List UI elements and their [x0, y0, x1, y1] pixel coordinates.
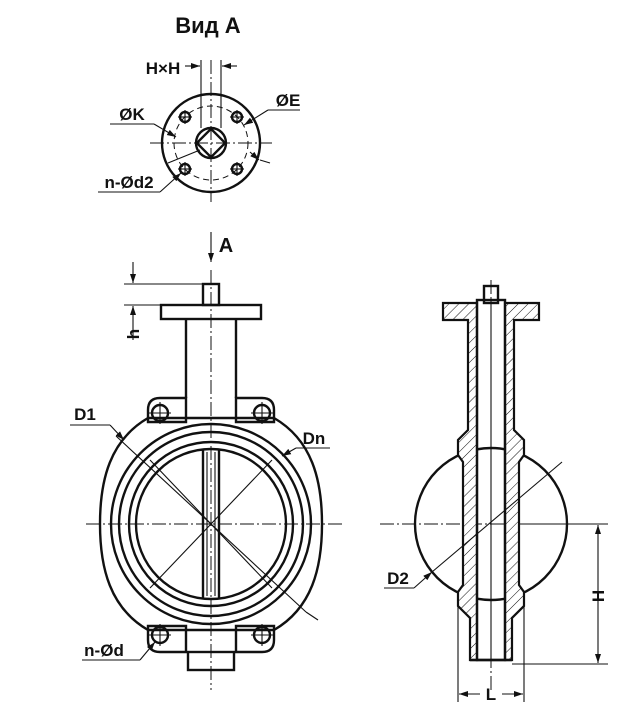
arrow-a-label: A: [219, 235, 233, 257]
dia-e-label: ØE: [276, 91, 301, 110]
disc: [134, 447, 288, 601]
flange-outline: [160, 92, 262, 194]
d2-label: D2: [387, 569, 409, 588]
view-a: Вид А H×H ØK: [98, 13, 300, 202]
hxh-label: H×H: [146, 59, 180, 78]
h-small-label: h: [124, 329, 143, 339]
lug-holes: [149, 402, 273, 646]
body-section-right: [503, 301, 541, 662]
dia-k-label: ØK: [119, 105, 145, 124]
seat-ring: [127, 440, 295, 608]
front-view: A: [70, 232, 344, 690]
valve-body: [98, 416, 324, 632]
d1-label: D1: [74, 405, 96, 424]
bolt-circle: [173, 105, 249, 181]
outer-ring: [109, 422, 313, 626]
square-drive: [195, 127, 227, 159]
top-flange: [159, 303, 263, 321]
n-d-label: n-Ød: [84, 641, 124, 660]
dn-label: Dn: [303, 429, 326, 448]
side-view: D2 H L: [380, 280, 608, 704]
l-label: L: [486, 685, 496, 704]
h-big-label: H: [589, 590, 608, 602]
bolt-holes: [178, 110, 244, 176]
n-d2-label: n-Ød2: [104, 173, 153, 192]
view-title: Вид А: [175, 13, 240, 38]
body-section-left: [441, 301, 479, 662]
